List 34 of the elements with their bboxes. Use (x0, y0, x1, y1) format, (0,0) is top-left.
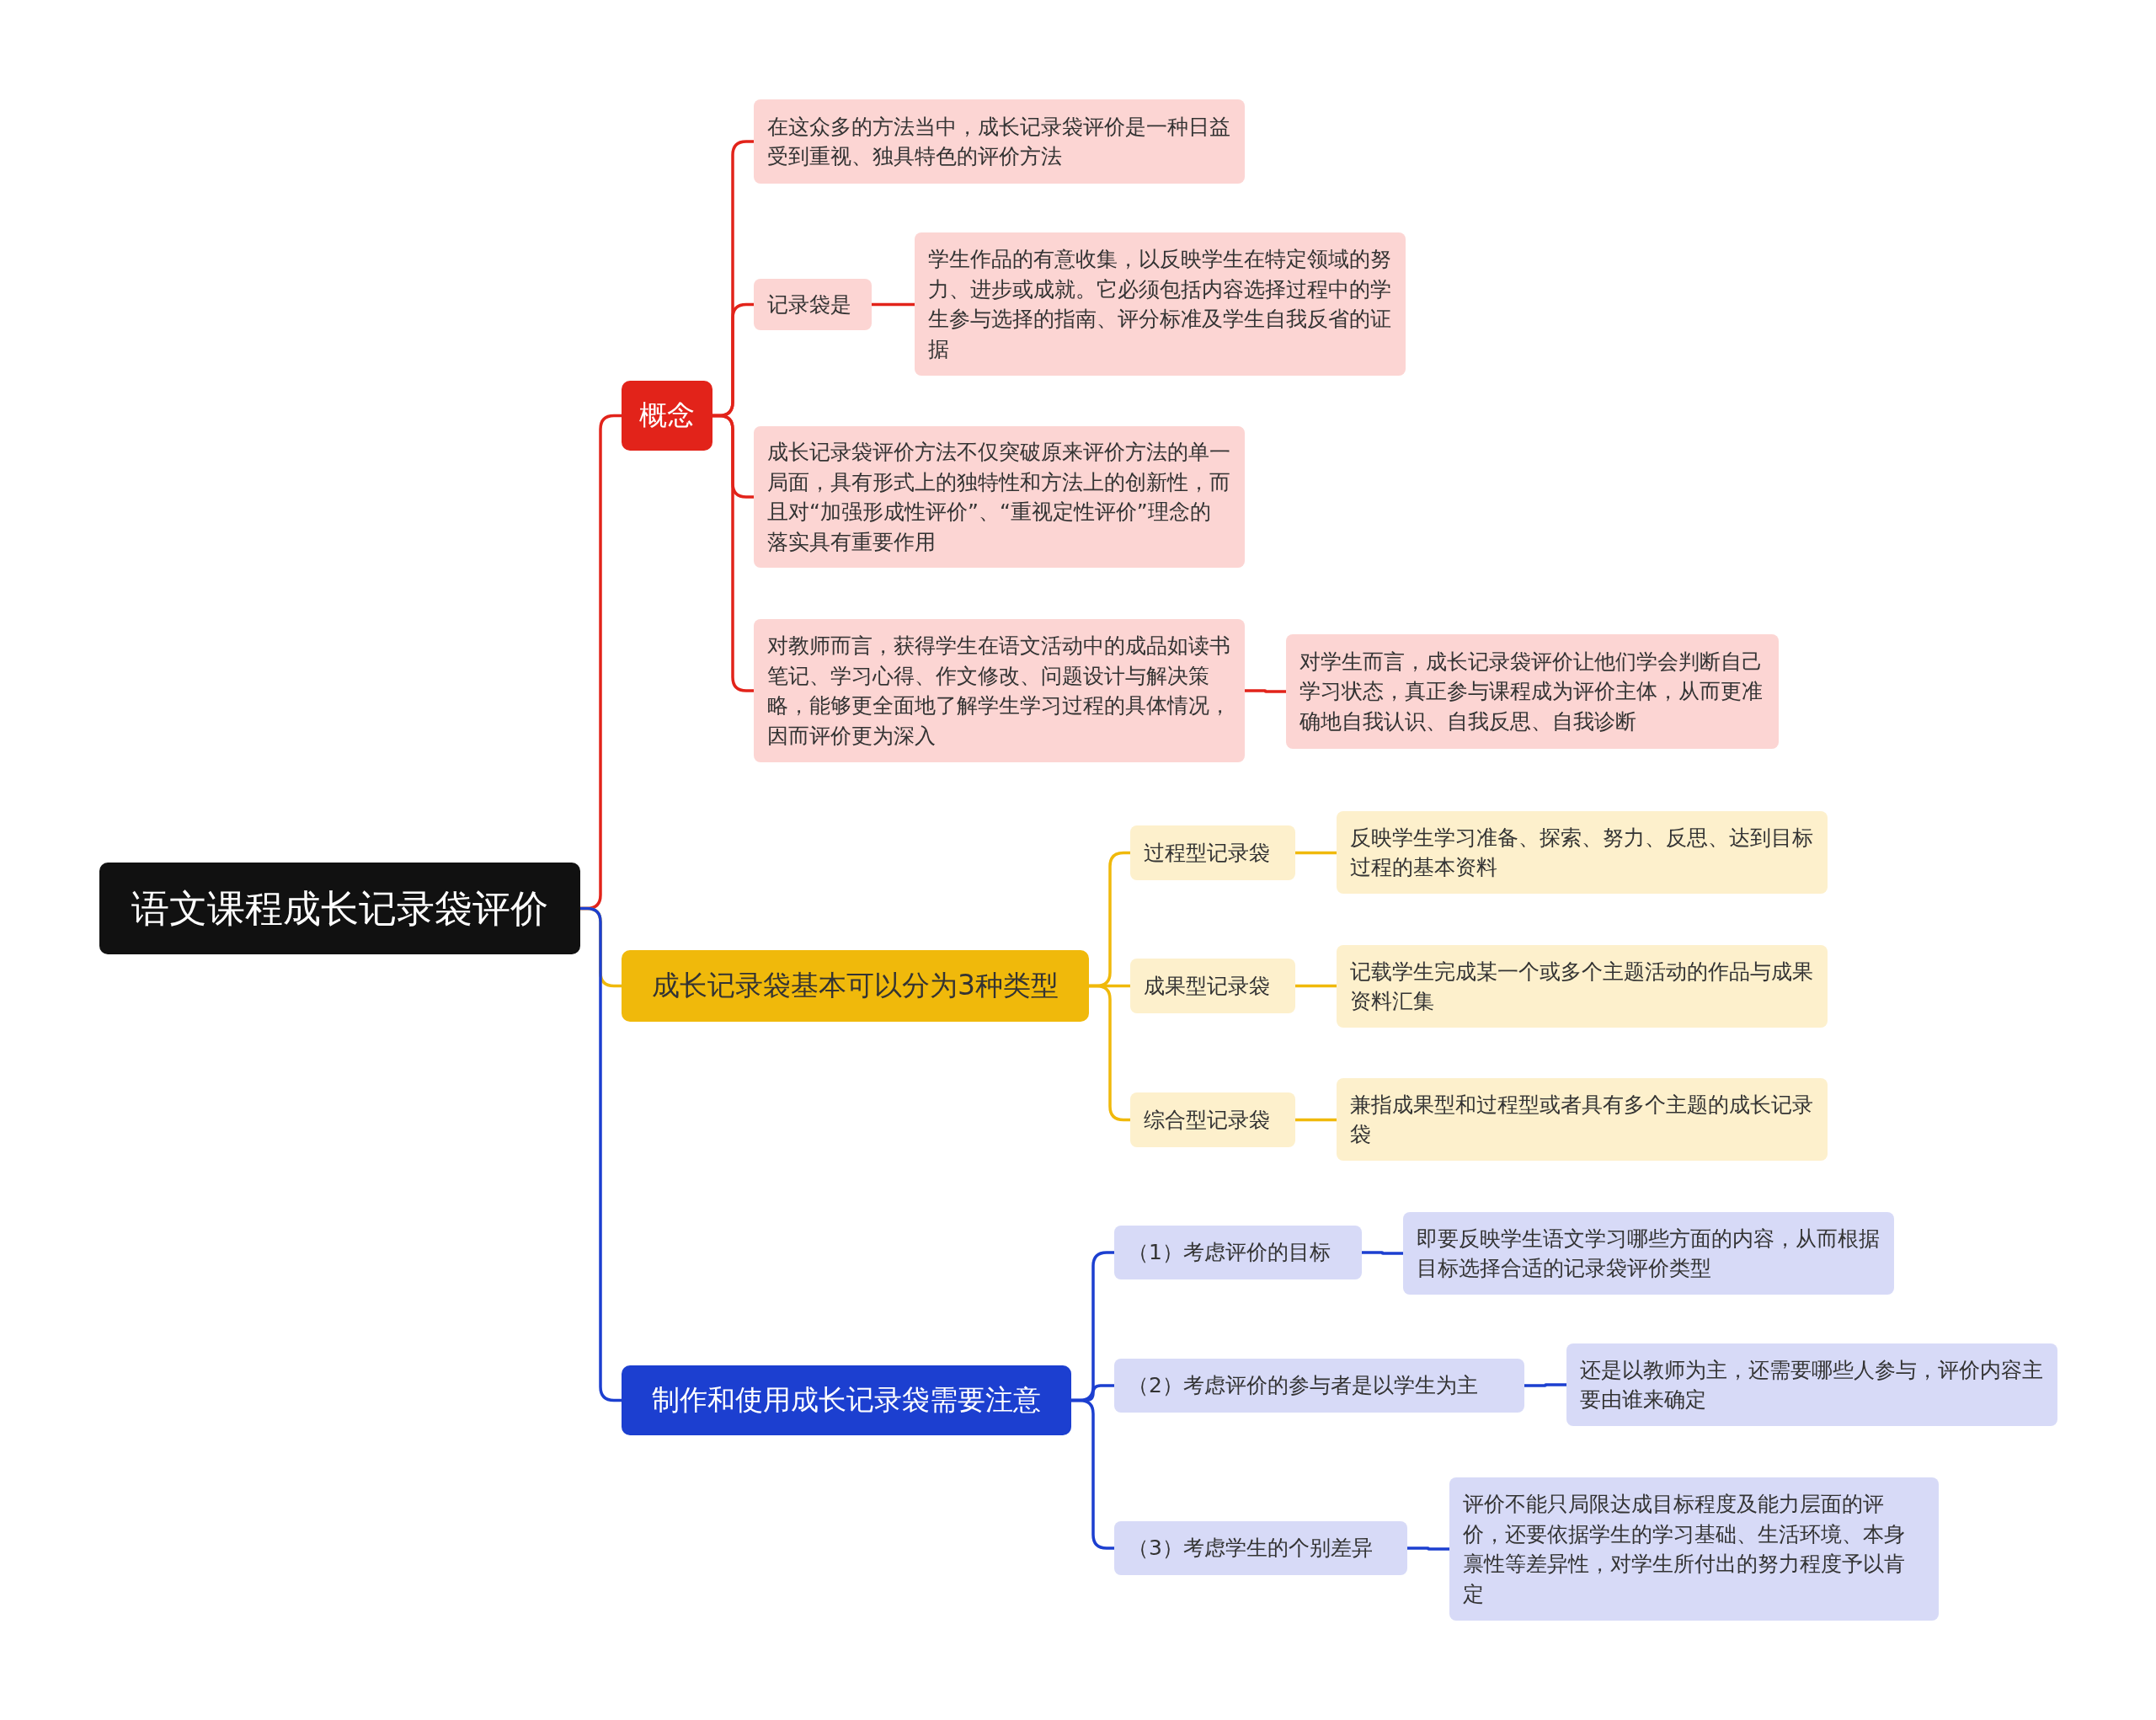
connector-line (1295, 984, 1337, 988)
connector-line (1295, 851, 1337, 855)
connector-line (1245, 689, 1286, 693)
subtopic-box: 记载学生完成某一个或多个主题活动的作品与成果资料汇集 (1337, 945, 1828, 1028)
subtopic-box: 对教师而言，获得学生在语文活动中的成品如读书笔记、学习心得、作文修改、问题设计与解决策略，能够更全面地了解学生学习过程的具体情况，因而评价更为深入 (754, 619, 1245, 762)
root-topic: 语文课程成长记录袋评价 (99, 863, 580, 954)
subtopic-box: 即要反映学生语文学习哪些方面的内容，从而根据目标选择合适的记录袋评价类型 (1403, 1212, 1894, 1295)
connector-line (580, 906, 622, 1402)
subtopic-box: 评价不能只局限达成目标程度及能力层面的评价，还要依据学生的学习基础、生活环境、本身禀性等差异性，对学生所付出的努力程度予以肯定 (1449, 1477, 1939, 1621)
subtopic-box: 反映学生学习准备、探索、努力、反思、达到目标过程的基本资料 (1337, 811, 1828, 894)
subtopic-box: （1）考虑评价的目标 (1114, 1226, 1362, 1279)
main-topic: 制作和使用成长记录袋需要注意 (622, 1365, 1071, 1435)
connector-line (712, 414, 754, 692)
subtopic-box: 记录袋是 (754, 279, 872, 330)
subtopic-box: 综合型记录袋 (1130, 1092, 1295, 1147)
connector-line (872, 302, 915, 307)
subtopic-box: 兼指成果型和过程型或者具有多个主题的成长记录袋 (1337, 1078, 1828, 1161)
subtopic-box: 还是以教师为主，还需要哪些人参与，评价内容主要由谁来确定 (1566, 1343, 2057, 1426)
connector-line (1295, 1118, 1337, 1122)
connector-line (1089, 984, 1130, 1122)
subtopic-box: （2）考虑评价的参与者是以学生为主 (1114, 1359, 1524, 1413)
main-topic: 概念 (622, 381, 712, 451)
connector-line (1407, 1546, 1449, 1551)
connector-line (1524, 1383, 1566, 1387)
main-topic: 成长记录袋基本可以分为3种类型 (622, 950, 1089, 1022)
subtopic-box: 在这众多的方法当中，成长记录袋评价是一种日益受到重视、独具特色的评价方法 (754, 99, 1245, 184)
subtopic-box: 成长记录袋评价方法不仅突破原来评价方法的单一局面，具有形式上的独特性和方法上的创新性，而且对“加强形成性评价”、“重视定性评价”理念的落实具有重要作用 (754, 426, 1245, 568)
subtopic-box: 学生作品的有意收集，以反映学生在特定领域的努力、进步或成就。它必须包括内容选择过程中的学生参与选择的指南、评分标准及学生自我反省的证据 (915, 232, 1406, 376)
connector-line (1362, 1251, 1403, 1255)
subtopic-box: 成果型记录袋 (1130, 959, 1295, 1013)
subtopic-box: 过程型记录袋 (1130, 825, 1295, 880)
connector-line (1071, 1398, 1114, 1550)
subtopic-box: （3）考虑学生的个别差异 (1114, 1521, 1407, 1575)
subtopic-box: 对学生而言，成长记录袋评价让他们学会判断自己学习状态，真正参与课程成为评价主体，从而更准确地自我认识、自我反思、自我诊断 (1286, 634, 1779, 749)
